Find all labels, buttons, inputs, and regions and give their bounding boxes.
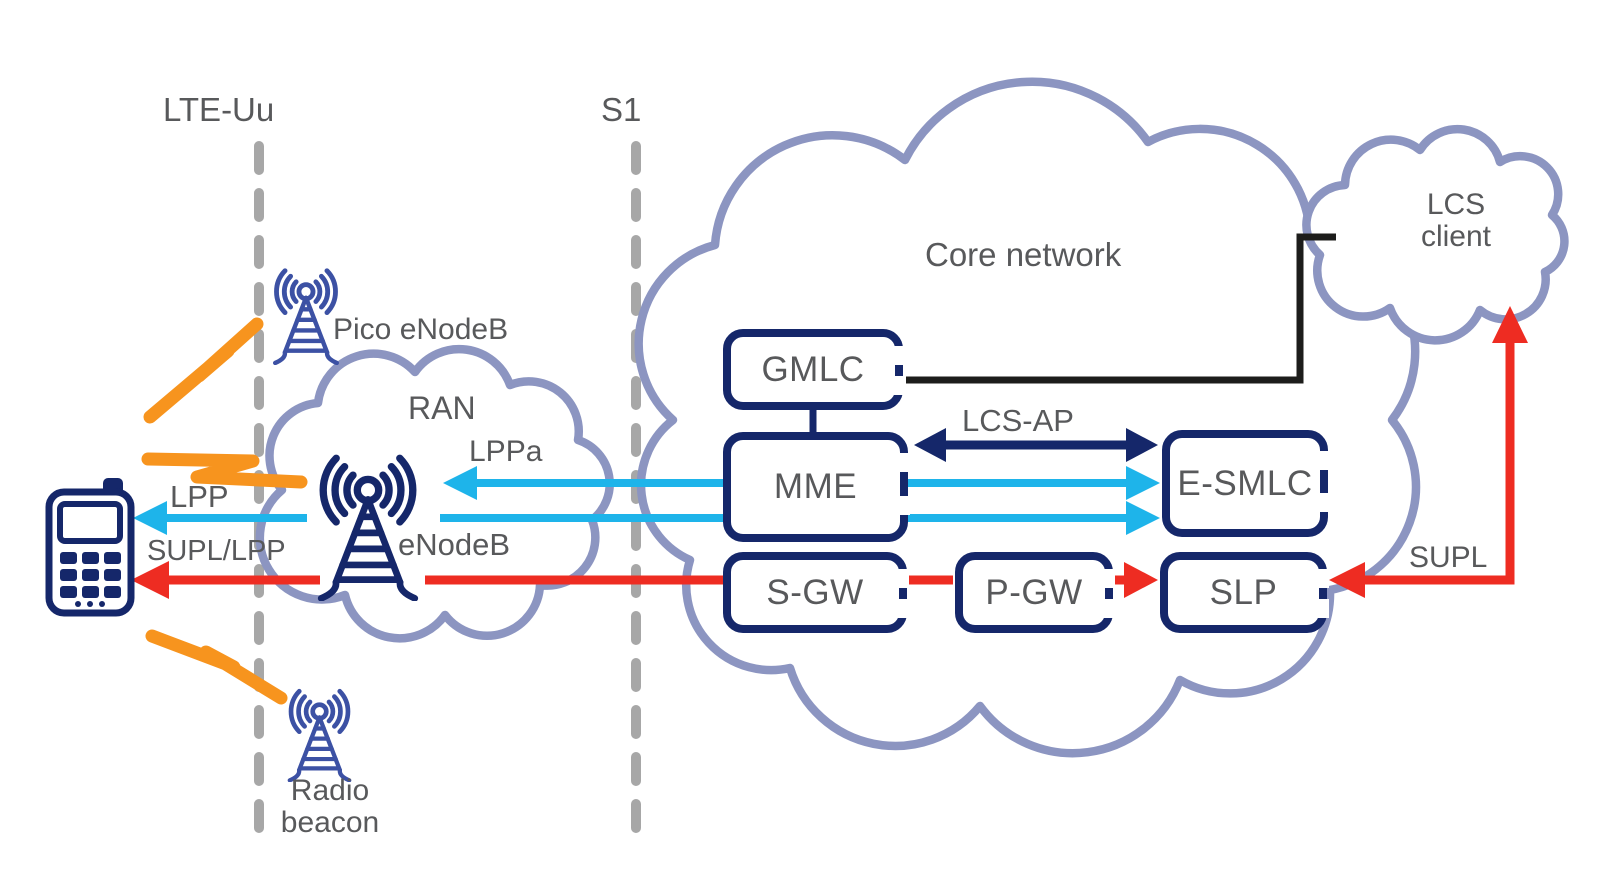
box-border-gap	[1317, 569, 1329, 589]
radio-signal-bolt-enodeb	[141, 452, 308, 489]
e-smlc-label: E-SMLC	[1177, 463, 1313, 503]
slp-box: SLP	[1160, 552, 1329, 633]
e-smlc-box: E-SMLC	[1162, 430, 1330, 537]
box-border-gap	[897, 569, 909, 589]
enodeb-label: eNodeB	[398, 527, 511, 562]
lppa-arrow	[443, 466, 1160, 500]
lppa-protocol-label: LPPa	[469, 435, 543, 468]
gmlc-lcs-client-line	[906, 233, 1336, 384]
s-gw-box: S-GW	[723, 552, 909, 633]
lte-uu-interface-label: LTE-Uu	[163, 91, 275, 128]
gmlc-label: GMLC	[761, 349, 865, 389]
radio-beacon-antenna-icon	[290, 691, 349, 780]
pgw-slp-arrow	[1115, 562, 1158, 598]
lcs-client-cloud-label: LCS client	[1420, 188, 1492, 254]
supl-lpp-arrow	[131, 561, 723, 599]
mme-box: MME	[723, 432, 910, 542]
core-network-cloud-label: Core network	[925, 236, 1122, 273]
ue-phone-icon	[45, 478, 135, 617]
lcs-ap-arrow	[914, 428, 1158, 462]
slp-label: SLP	[1209, 572, 1278, 612]
box-border-gap	[893, 376, 905, 395]
pico-enodeb-antenna-icon	[275, 271, 337, 363]
supl-arrow	[1329, 306, 1528, 598]
box-border-gap	[897, 599, 909, 618]
box-border-gap	[1318, 450, 1330, 470]
supl-lpp-protocol-label: SUPL/LPP	[147, 535, 286, 567]
lpp-arrow	[133, 501, 1160, 535]
box-border-gap	[1103, 569, 1115, 589]
gmlc-box: GMLC	[723, 329, 905, 410]
box-border-gap	[893, 346, 905, 366]
p-gw-label: P-GW	[985, 572, 1083, 612]
box-border-gap	[898, 496, 910, 516]
s1-interface-label: S1	[601, 91, 642, 128]
ran-cloud-label: RAN	[408, 390, 476, 426]
radio-signal-bolt-beacon	[145, 629, 288, 705]
radio-signal-bolt-pico	[143, 317, 264, 424]
box-border-gap	[898, 453, 910, 473]
box-border-gap	[1318, 492, 1330, 512]
lcs-ap-protocol-label: LCS-AP	[962, 403, 1074, 438]
radio-beacon-label: Radio beacon	[280, 774, 380, 840]
pico-enodeb-label: Pico eNodeB	[333, 313, 509, 346]
s-gw-label: S-GW	[766, 572, 864, 612]
lpp-protocol-label: LPP	[170, 479, 229, 514]
p-gw-box: P-GW	[955, 552, 1115, 633]
mme-label: MME	[773, 467, 858, 506]
box-border-gap	[1103, 599, 1115, 618]
supl-protocol-label: SUPL	[1409, 541, 1488, 574]
box-border-gap	[1317, 599, 1329, 618]
lcs-client-cloud	[1302, 124, 1569, 345]
